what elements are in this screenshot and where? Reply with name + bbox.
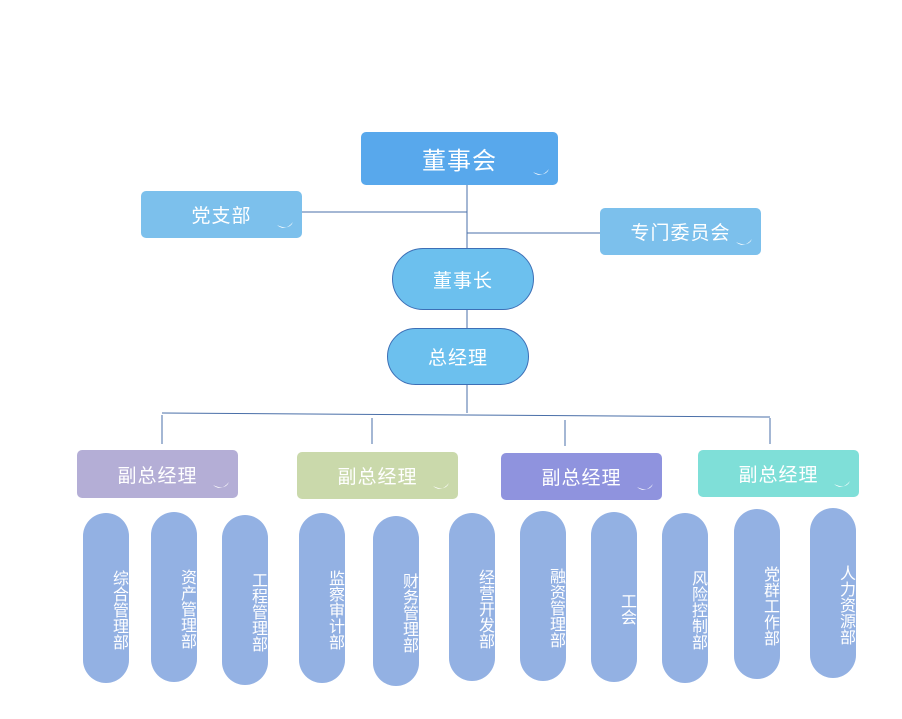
special-committee-node: 专门委员会 [600, 208, 761, 255]
general-manager-label: 总经理 [427, 347, 488, 369]
swoosh-icon [533, 169, 549, 175]
chairman-node: 董事长 [392, 248, 534, 310]
department-node: 监察审计部 [299, 513, 345, 683]
department-node: 融资管理部 [520, 511, 566, 681]
swoosh-icon [834, 481, 850, 487]
deputy-manager-label: 副总经理 [337, 466, 418, 488]
deputy-manager-label: 副总经理 [117, 464, 198, 487]
party-branch-label: 党支部 [191, 205, 252, 227]
board-label: 董事会 [422, 147, 497, 175]
deputy-manager-node-3: 副总经理 [501, 453, 662, 500]
department-node: 财务管理部 [373, 516, 419, 686]
deputy-manager-node-1: 副总经理 [77, 450, 238, 498]
swoosh-icon [637, 484, 653, 490]
general-manager-node: 总经理 [387, 328, 529, 385]
deputy-manager-label: 副总经理 [738, 464, 819, 486]
swoosh-icon [736, 239, 752, 245]
chairman-label: 董事长 [432, 269, 493, 292]
swoosh-icon [277, 222, 293, 228]
deputy-manager-label: 副总经理 [541, 467, 622, 489]
department-node: 人力资源部 [810, 508, 856, 678]
board-node: 董事会 [361, 132, 558, 185]
swoosh-icon [213, 482, 229, 488]
department-node: 党群工作部 [734, 509, 780, 679]
department-node: 经营开发部 [449, 513, 495, 681]
party-branch-node: 党支部 [141, 191, 302, 238]
deputy-bus-line [161, 412, 771, 418]
department-node: 综合管理部 [83, 513, 129, 683]
department-node: 工会 [591, 512, 637, 682]
special-committee-label: 专门委员会 [630, 222, 731, 244]
department-node: 工程管理部 [222, 515, 268, 685]
swoosh-icon [433, 483, 449, 489]
deputy-manager-node-4: 副总经理 [698, 450, 859, 497]
department-node: 资产管理部 [151, 512, 197, 682]
deputy-manager-node-2: 副总经理 [297, 452, 458, 499]
department-node: 风险控制部 [662, 513, 708, 683]
